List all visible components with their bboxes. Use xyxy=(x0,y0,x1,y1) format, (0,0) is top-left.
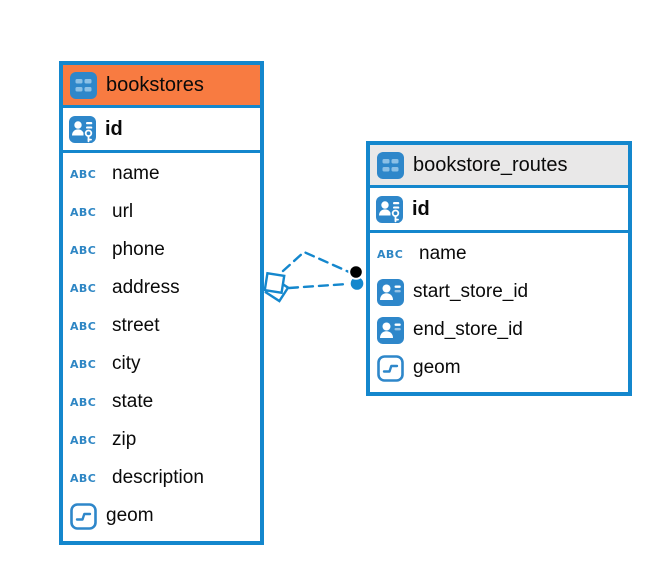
column-row-name[interactable]: ABC name xyxy=(370,235,628,273)
table-title: bookstore_routes xyxy=(413,153,568,176)
primary-key-name: id xyxy=(105,117,123,140)
text-type-icon: ABC xyxy=(70,471,97,485)
edge-dot-marker-secondary xyxy=(350,277,364,290)
geometry-type-icon xyxy=(377,354,404,382)
column-row-street[interactable]: ABC street xyxy=(63,307,260,345)
column-row-phone[interactable]: ABC phone xyxy=(63,231,260,269)
primary-key-icon xyxy=(376,195,403,223)
text-type-icon: ABC xyxy=(70,357,97,371)
text-type-icon: ABC xyxy=(70,281,97,295)
geometry-type-icon xyxy=(70,502,97,530)
table-icon xyxy=(377,151,404,179)
column-row-end-store-id[interactable]: end_store_id xyxy=(370,311,628,349)
table-header-bookstore-routes[interactable]: bookstore_routes xyxy=(370,145,628,188)
column-row-city[interactable]: ABC city xyxy=(63,345,260,383)
edge-diamond-marker xyxy=(263,271,290,303)
table-bookstore-routes[interactable]: bookstore_routes id ABC name xyxy=(366,141,632,396)
column-row-url[interactable]: ABC url xyxy=(63,193,260,231)
column-row-zip[interactable]: ABC zip xyxy=(63,421,260,459)
primary-key-row-bookstores[interactable]: id xyxy=(63,108,260,153)
column-row-address[interactable]: ABC address xyxy=(63,269,260,307)
edge-dot-marker xyxy=(348,264,364,280)
reference-type-icon xyxy=(377,316,404,344)
table-title: bookstores xyxy=(106,73,204,96)
text-type-icon: ABC xyxy=(70,433,97,447)
column-row-description[interactable]: ABC description xyxy=(63,459,260,497)
text-type-icon: ABC xyxy=(70,167,97,181)
text-type-icon: ABC xyxy=(70,205,97,219)
column-row-start-store-id[interactable]: start_store_id xyxy=(370,273,628,311)
relationship-edge-1[interactable] xyxy=(281,250,351,274)
column-row-geom[interactable]: geom xyxy=(63,497,260,535)
text-type-icon: ABC xyxy=(377,247,404,261)
text-type-icon: ABC xyxy=(70,395,97,409)
column-list-bookstores: ABC name ABC url ABC phone ABC address A… xyxy=(63,153,260,541)
text-type-icon: ABC xyxy=(70,319,97,333)
reference-type-icon xyxy=(377,278,404,306)
column-row-name[interactable]: ABC name xyxy=(63,155,260,193)
primary-key-icon xyxy=(69,115,96,143)
relationship-edge-2[interactable] xyxy=(287,282,349,290)
text-type-icon: ABC xyxy=(70,243,97,257)
table-icon xyxy=(70,71,97,99)
column-list-bookstore-routes: ABC name start_store_id xyxy=(370,233,628,392)
primary-key-row-bookstore-routes[interactable]: id xyxy=(370,188,628,233)
column-row-geom[interactable]: geom xyxy=(370,349,628,387)
column-row-state[interactable]: ABC state xyxy=(63,383,260,421)
primary-key-name: id xyxy=(412,197,430,220)
table-bookstores[interactable]: bookstores id ABC name ABC xyxy=(59,61,264,545)
table-header-bookstores[interactable]: bookstores xyxy=(63,65,260,108)
